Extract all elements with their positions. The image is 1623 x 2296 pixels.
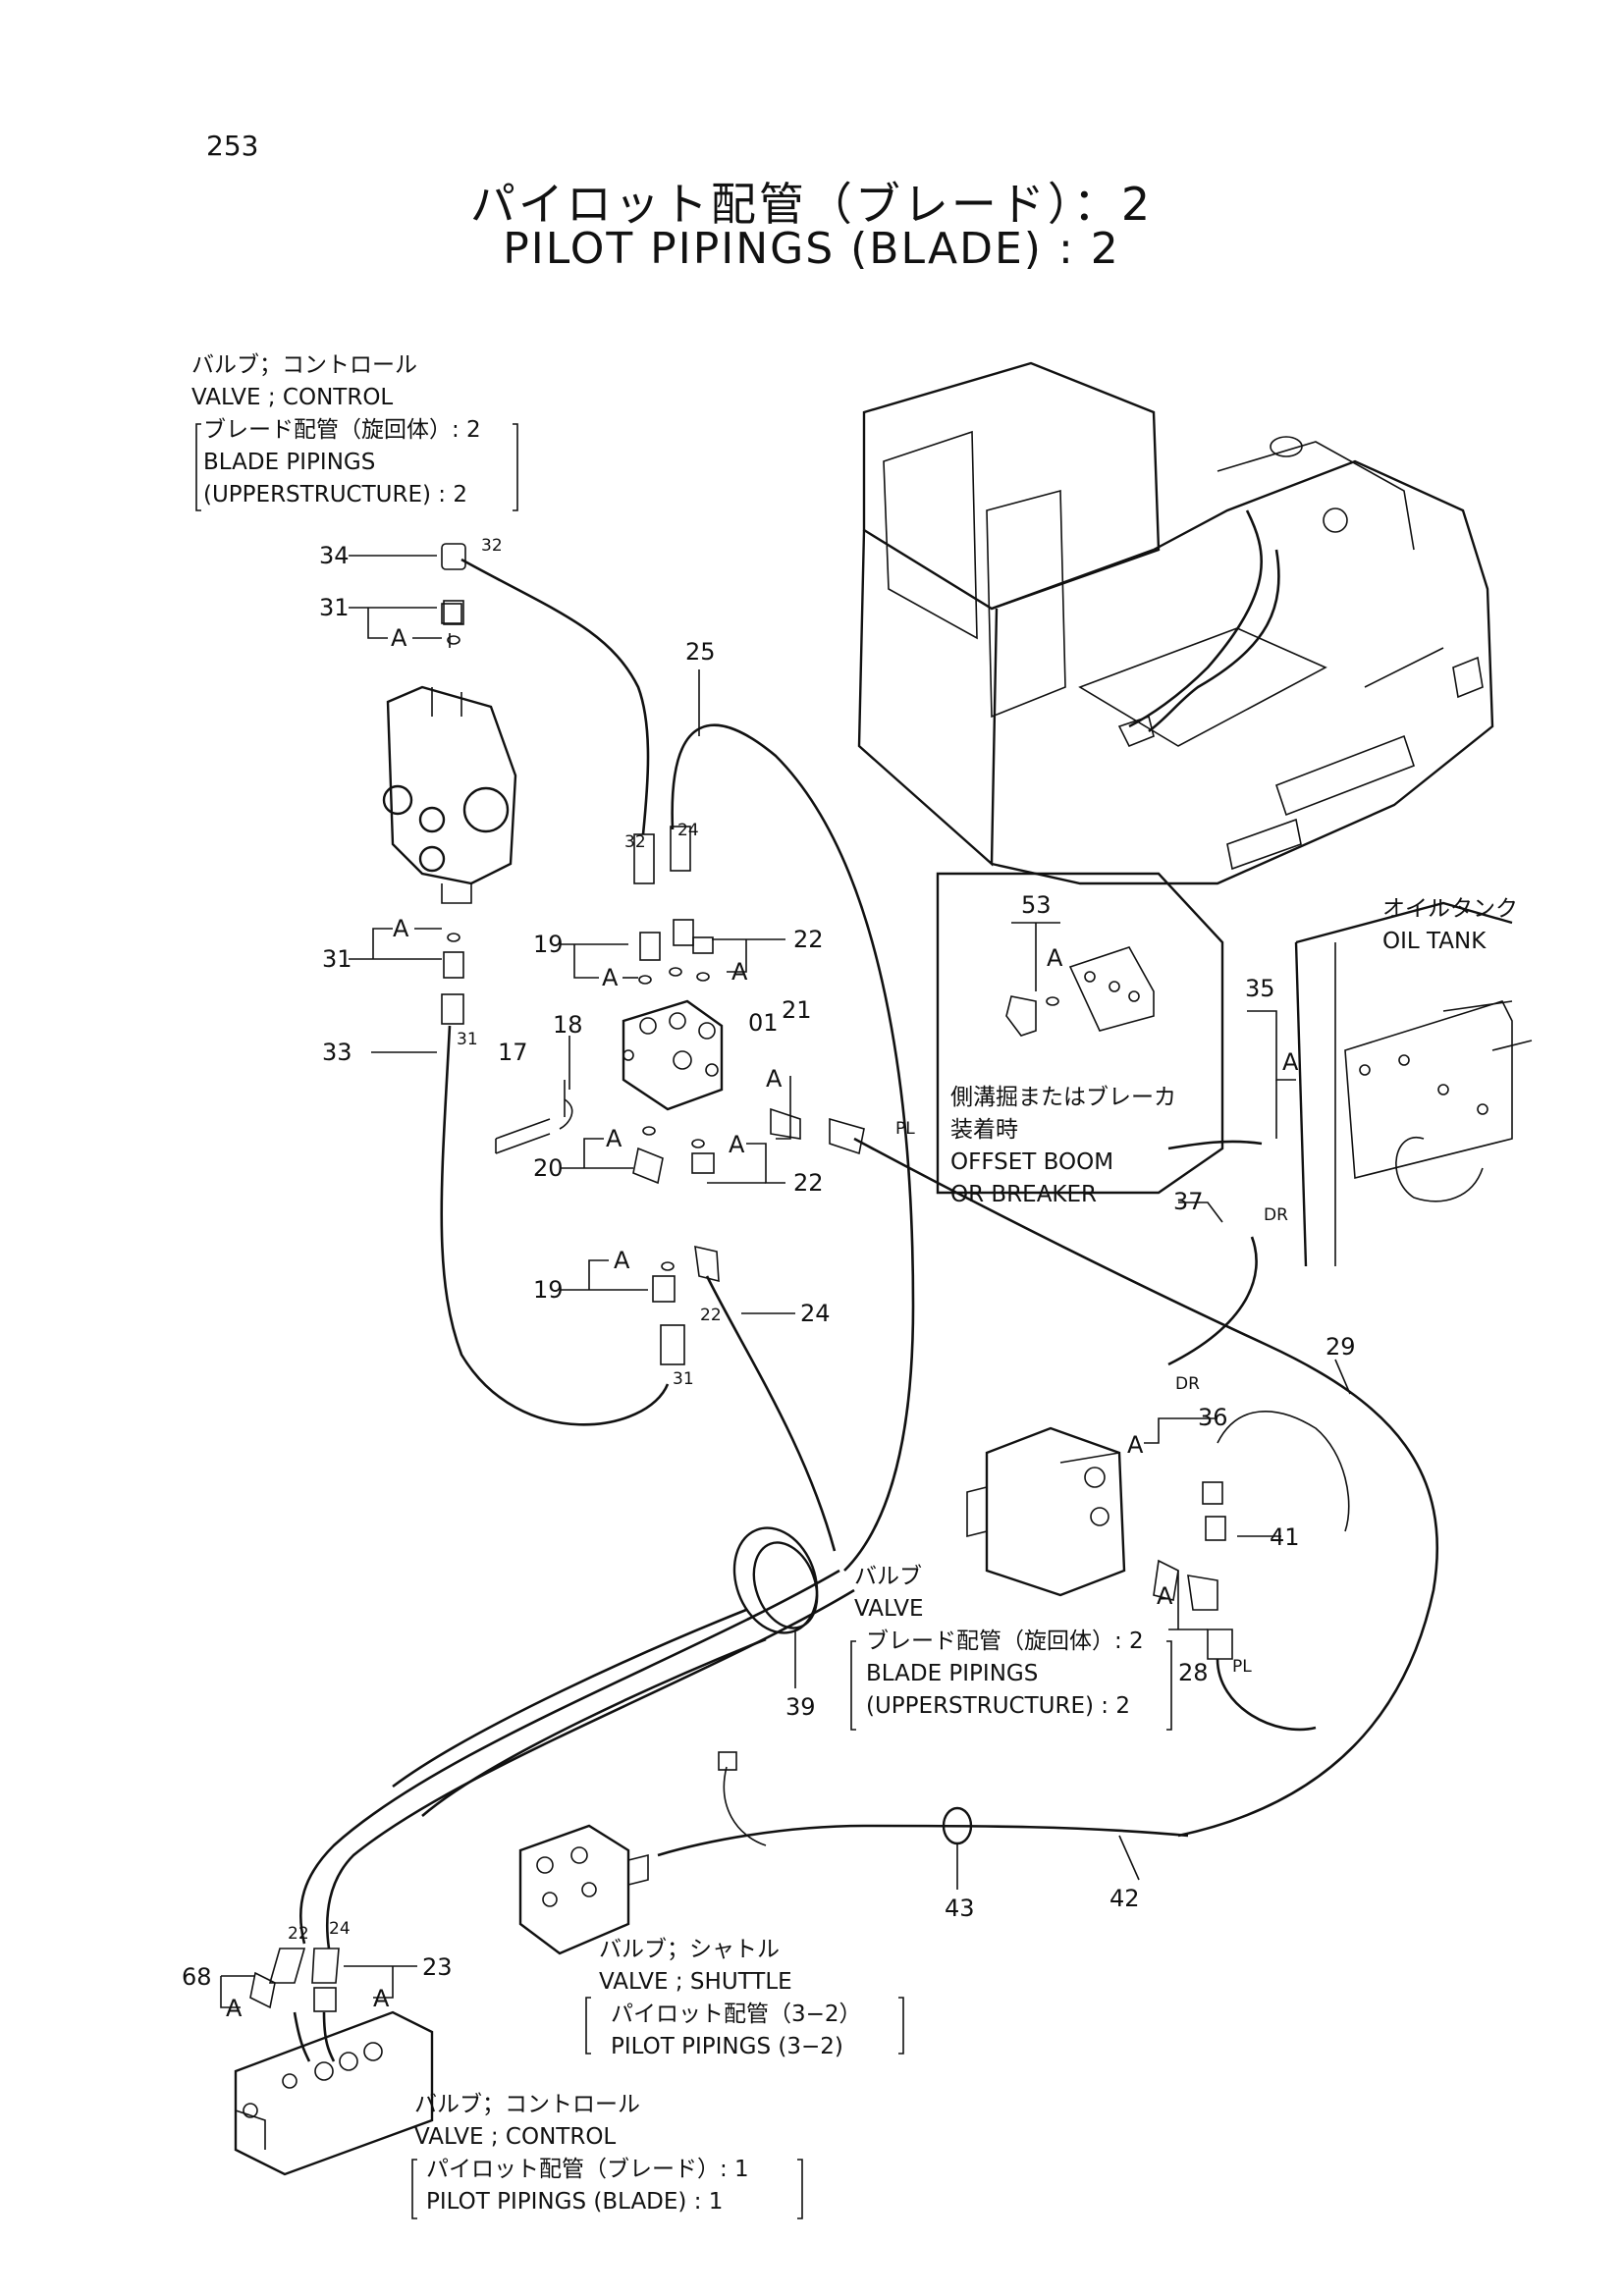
title-japanese: パイロット配管（ブレード）：2 [469,178,1154,231]
bracket-a: A [731,958,748,986]
bracket-a: A [602,964,619,991]
bracket-a: A [1282,1048,1299,1076]
control-valve-bottom-illustration [234,2010,434,2176]
tag-22: 22 [700,1306,722,1325]
label-offset-boom: 側溝掘またはブレーカ 装着時 OFFSET BOOM OR BREAKER [950,1085,1176,1207]
bracket-a: A [391,624,407,652]
callout-53: 53 [1021,891,1052,919]
tag-24: 24 [329,1919,351,1939]
bracket-a: A [226,1995,243,2022]
tag-32: 32 [481,536,503,556]
bracket-a: A [606,1125,622,1152]
hose-dr-37 [1167,1236,1258,1366]
callout-25: 25 [685,638,716,666]
bracket-a: A [729,1131,745,1158]
callout-23: 23 [422,1953,453,1981]
hose-32 [460,558,650,835]
excavator-illustration [857,361,1494,885]
tag-31: 31 [457,1030,478,1049]
hose-offset [1167,1140,1263,1150]
callout-21: 21 [782,996,812,1024]
callout-39: 39 [785,1693,816,1721]
hose-pl-29 [853,1137,1438,1838]
bracket-a: A [373,1985,390,2012]
callout-22: 22 [793,926,824,953]
callout-20: 20 [533,1154,564,1182]
harness-42 [657,1824,1189,1857]
callout-28: 28 [1178,1659,1209,1686]
oil-tank-illustration [1294,901,1533,1267]
hose-33 [440,1025,670,1426]
callout-19: 19 [533,931,564,958]
bracket-a: A [1127,1431,1144,1459]
tag-24: 24 [677,821,699,840]
callout-18: 18 [553,1011,583,1039]
callout-19: 19 [533,1276,564,1304]
tag-pl: PL [1232,1657,1252,1677]
callout-42: 42 [1109,1885,1140,1912]
callout-41: 41 [1270,1523,1300,1551]
callout-22: 22 [793,1169,824,1197]
callout-43: 43 [945,1895,975,1922]
tag-31: 31 [673,1369,694,1389]
callout-01: 01 [748,1009,779,1037]
callout-36: 36 [1198,1404,1228,1431]
bracket-a: A [614,1247,630,1274]
callout-33: 33 [322,1039,352,1066]
hose-25 [671,723,915,1572]
label-valve-control-top: バルブ；コントロール VALVE ; CONTROL ブレード配管（旋回体）: … [191,352,481,507]
callout-31: 31 [319,594,350,621]
callout-34: 34 [319,542,350,569]
label-valve-mid: バルブ VALVE ブレード配管（旋回体）: 2 BLADE PIPINGS (… [854,1564,1144,1719]
callout-35: 35 [1245,975,1275,1002]
tag-pl: PL [895,1119,915,1139]
page-number: 253 [206,130,259,162]
tag-dr: DR [1175,1374,1200,1394]
tag-32: 32 [624,832,646,852]
label-valve-control-bottom: バルブ；コントロール VALVE ; CONTROL パイロット配管（ブレード）… [414,2092,749,2215]
valve-mid-illustration [966,1426,1317,1732]
callout-17: 17 [498,1039,528,1066]
fittings [441,543,865,1365]
callout-68: 68 [182,1963,212,1991]
hose-24 [705,1275,837,1552]
title-english: PILOT PIPINGS (BLADE) : 2 [503,224,1120,274]
bracket-a: A [1047,944,1063,972]
bracket-a: A [393,915,409,942]
callout-31: 31 [322,945,352,973]
callout-29: 29 [1325,1333,1356,1361]
bracket-a: A [1157,1582,1173,1610]
leader-lines [195,423,1351,2219]
tag-22: 22 [288,1924,309,1944]
tag-dr: DR [1264,1205,1288,1225]
bracket-a: A [766,1065,783,1093]
inset-detail-box [936,872,1224,1195]
callout-24: 24 [800,1300,831,1327]
grommet-39 [732,1526,819,1634]
label-oil-tank: オイルタンク OIL TANK [1382,896,1518,954]
control-valve-top-illustration [382,603,517,904]
shuttle-valve-illustration [518,1824,649,1955]
label-valve-shuttle: バルブ；シャトル VALVE ; SHUTTLE パイロット配管（3−2） PI… [599,1937,862,2059]
callout-37: 37 [1173,1188,1204,1215]
